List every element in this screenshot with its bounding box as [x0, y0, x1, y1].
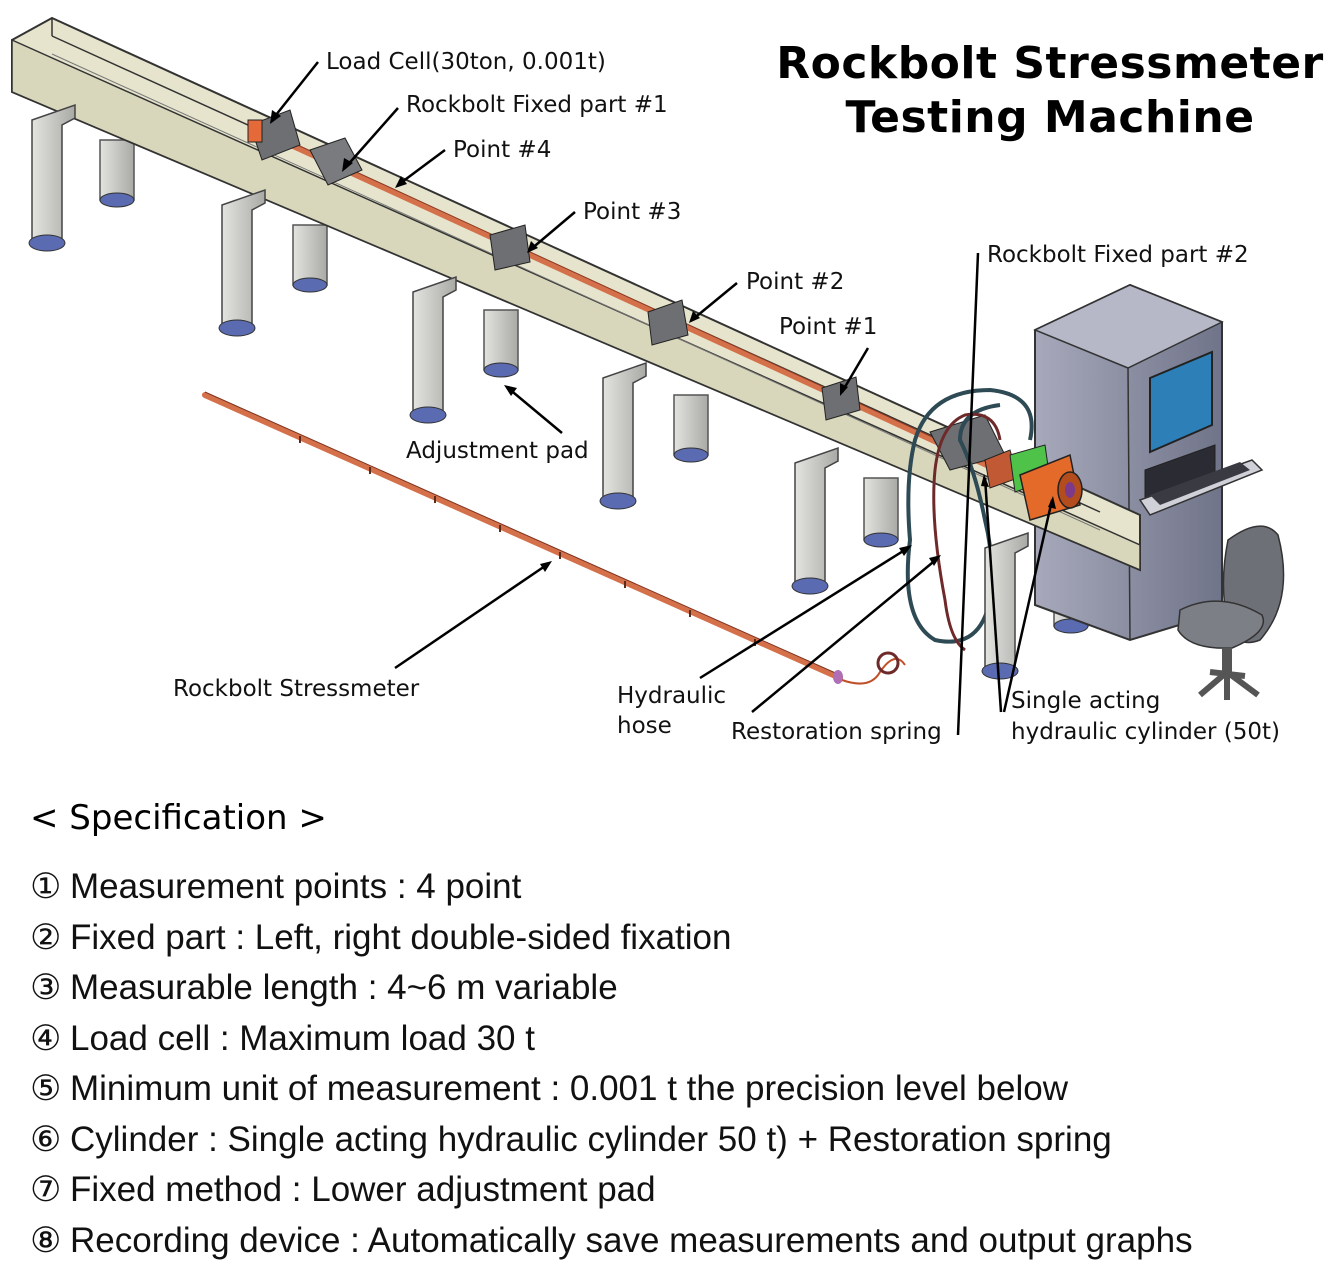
spec-item-number: ⑧ [30, 1216, 70, 1266]
callout-fixed-part-2: Rockbolt Fixed part #2 [987, 240, 1249, 270]
specification-heading: < Specification > [30, 798, 327, 838]
spec-item-number: ② [30, 913, 70, 963]
spec-item-text: Fixed part : Left, right double-sided fi… [70, 918, 731, 957]
spec-item-number: ⑥ [30, 1115, 70, 1165]
spec-item-text: Minimum unit of measurement : 0.001 t th… [70, 1069, 1068, 1108]
diagram-title-line-2: Testing Machine [770, 92, 1330, 143]
callout-cylinder-line-2: hydraulic cylinder (50t) [1011, 717, 1280, 747]
spec-item-number: ④ [30, 1014, 70, 1064]
callout-hydraulic-hose-line-1: Hydraulic [617, 681, 726, 711]
spec-item-number: ⑦ [30, 1165, 70, 1215]
callout-point-3: Point #3 [583, 197, 681, 227]
rockbolt-rod-on-beam [265, 130, 1015, 478]
spec-item-number: ③ [30, 963, 70, 1013]
spec-item-number: ① [30, 862, 70, 912]
diagram-title-line-1: Rockbolt Stressmeter [770, 38, 1330, 89]
spec-item-text: Load cell : Maximum load 30 t [70, 1019, 535, 1058]
support-legs-front [29, 105, 1028, 679]
testing-machine-diagram: Rockbolt Stressmeter Testing Machine Loa… [0, 0, 1331, 760]
callout-hydraulic-hose-line-2: hose [617, 711, 672, 741]
load-cell-block [248, 120, 262, 142]
callout-adjustment-pad: Adjustment pad [406, 436, 589, 466]
callout-fixed-part-1: Rockbolt Fixed part #1 [406, 90, 668, 120]
callout-point-1: Point #1 [779, 312, 877, 342]
callout-rockbolt-stressmeter: Rockbolt Stressmeter [173, 674, 419, 704]
spec-item-text: Measurable length : 4~6 m variable [70, 968, 618, 1007]
callout-point-4: Point #4 [453, 135, 551, 165]
spec-item-text: Measurement points : 4 point [70, 867, 521, 906]
spec-item-text: Fixed method : Lower adjustment pad [70, 1170, 656, 1209]
callout-point-2: Point #2 [746, 267, 844, 297]
spec-item-number: ⑤ [30, 1064, 70, 1114]
callout-restoration-spring: Restoration spring [731, 717, 942, 747]
spec-item-text: Cylinder : Single acting hydraulic cylin… [70, 1120, 1112, 1159]
callout-cylinder-line-1: Single acting [1011, 686, 1160, 716]
spec-item-text: Recording device : Automatically save me… [70, 1221, 1193, 1260]
callout-load-cell: Load Cell(30ton, 0.001t) [326, 47, 606, 77]
leader-arrows [272, 62, 1052, 735]
